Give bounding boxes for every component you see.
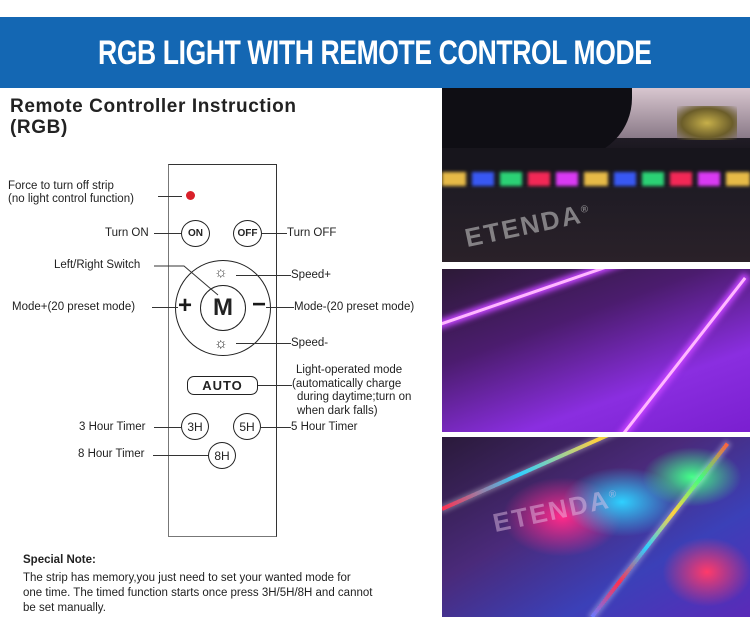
leader-line: [158, 196, 182, 197]
etenda-watermark: ETENDA®: [462, 198, 592, 254]
leader-line: [236, 343, 291, 344]
title-banner: RGB LIGHT WITH REMOTE CONTROL MODE: [0, 17, 750, 88]
special-note: Special Note: The strip has memory,you j…: [23, 553, 373, 616]
product-photo-night-path: ETENDA®: [442, 88, 750, 262]
leader-line: [154, 233, 181, 234]
product-photo-purple-strips: [442, 269, 750, 432]
timer-8h-label: 8 Hour Timer: [78, 448, 145, 460]
off-button[interactable]: OFF: [233, 220, 262, 247]
leader-line: [153, 455, 208, 456]
turn-off-label: Turn OFF: [287, 227, 337, 239]
leader-line: [154, 265, 219, 296]
on-button[interactable]: ON: [181, 220, 210, 247]
leader-line: [154, 427, 181, 428]
timer-5h-button[interactable]: 5H: [233, 413, 261, 440]
mode-ring: [175, 260, 271, 356]
leader-line: [152, 307, 178, 308]
timer-8h-button[interactable]: 8H: [208, 442, 236, 469]
mode-minus-label: Mode-(20 preset mode): [294, 301, 415, 313]
force-off-label: Force to turn off strip (no light contro…: [8, 180, 134, 205]
mode-switch-button[interactable]: M: [200, 285, 246, 331]
auto-button[interactable]: AUTO: [187, 376, 258, 395]
left-right-switch-label: Left/Right Switch: [54, 259, 141, 271]
banner-title: RGB LIGHT WITH REMOTE CONTROL MODE: [98, 34, 652, 72]
turn-on-label: Turn ON: [105, 227, 149, 239]
auto-mode-label: Light-operated mode (automatically charg…: [292, 364, 412, 417]
leader-line: [236, 275, 291, 276]
leader-line: [262, 233, 287, 234]
timer-3h-button[interactable]: 3H: [181, 413, 209, 440]
product-photo-multicolor-strips: ETENDA®: [442, 437, 750, 617]
speed-up-icon[interactable]: ☼: [214, 264, 228, 281]
timer-3h-label: 3 Hour Timer: [79, 421, 146, 433]
leader-line: [261, 427, 291, 428]
special-note-body: The strip has memory,you just need to se…: [23, 572, 373, 614]
speed-down-icon[interactable]: ☼: [214, 335, 228, 352]
page-heading: Remote Controller Instruction (RGB): [10, 96, 297, 138]
power-indicator-icon: [186, 191, 195, 200]
mode-plus-button[interactable]: +: [178, 292, 193, 319]
special-note-title: Special Note:: [23, 554, 96, 566]
mode-minus-button[interactable]: −: [252, 291, 267, 318]
speed-minus-label: Speed-: [291, 337, 329, 349]
speed-plus-label: Speed+: [291, 269, 331, 281]
heading-line-1: Remote Controller Instruction: [10, 96, 297, 117]
leader-line: [258, 385, 292, 386]
mode-plus-label: Mode+(20 preset mode): [12, 301, 136, 313]
heading-line-2: (RGB): [10, 117, 68, 138]
leader-line: [266, 307, 294, 308]
timer-5h-label: 5 Hour Timer: [291, 421, 358, 433]
